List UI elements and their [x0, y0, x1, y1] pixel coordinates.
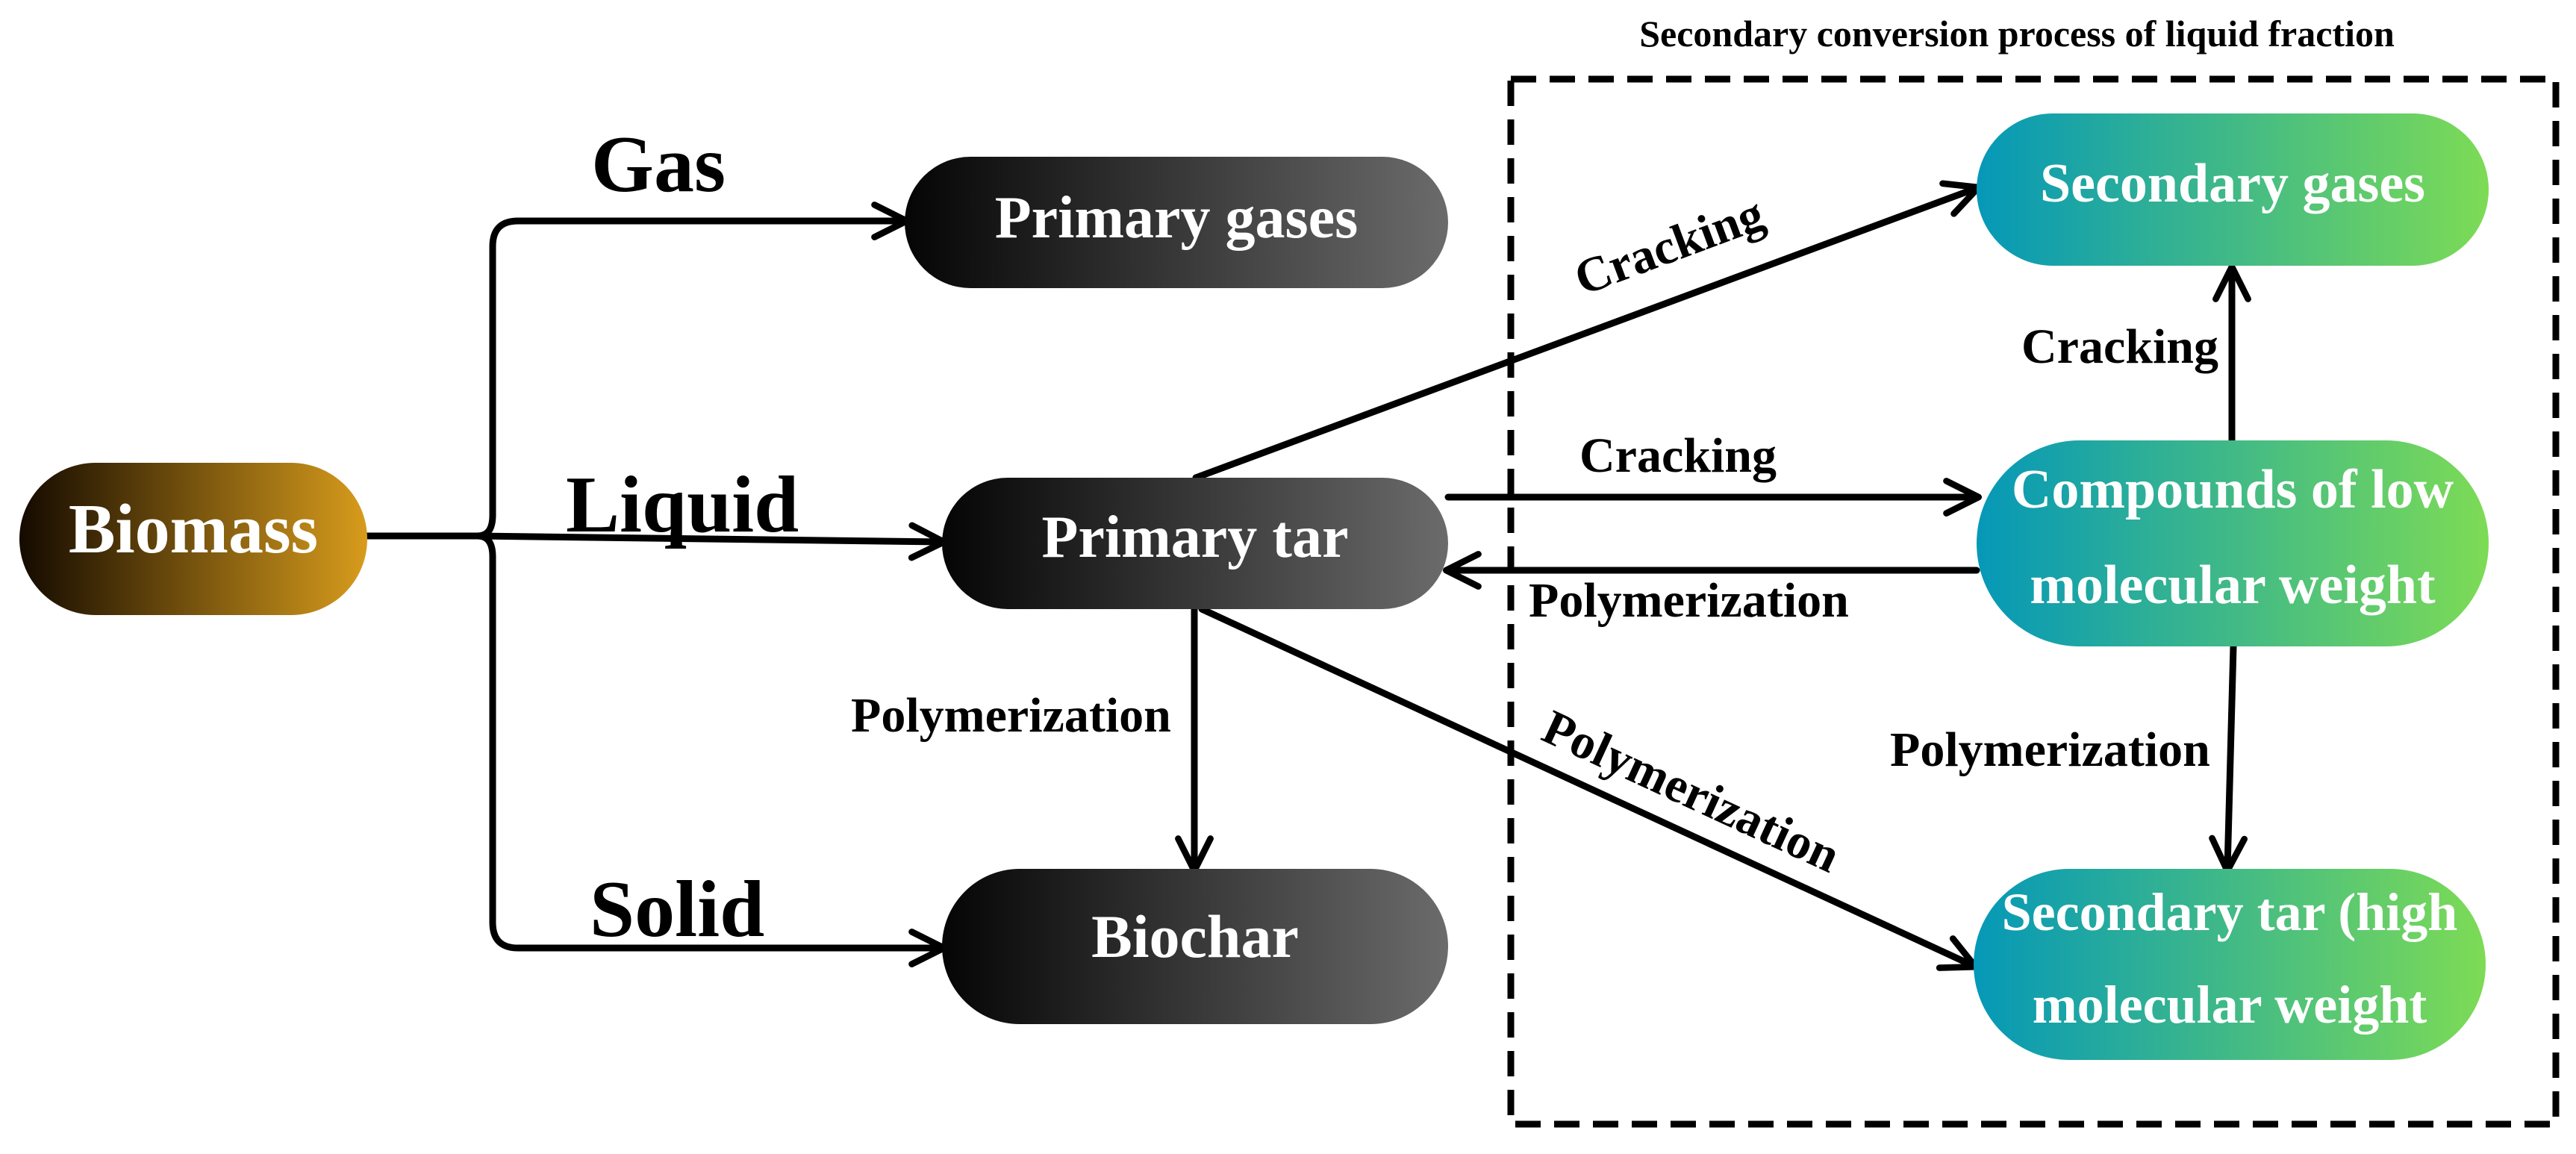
secondary-conversion-region [1507, 75, 2560, 1128]
node-secondary-tar-label-line1: Secondary tar (high [2002, 882, 2458, 942]
node-low-molecular-weight: Compounds of low molecular weight [1977, 440, 2489, 646]
edge-tar-to-secondary-tar [1198, 605, 1979, 971]
node-secondary-tar-label-line2: molecular weight [2033, 975, 2427, 1035]
edge-tar-to-secondary-gases [1192, 180, 1982, 481]
node-low-mw-label-line2: molecular weight [2030, 555, 2436, 616]
node-biochar-label: Biochar [1091, 902, 1299, 970]
node-biomass: Biomass [19, 463, 367, 615]
edge-biomass-solid [474, 532, 948, 967]
edge-label-low-mw-to-secondary-gases: Cracking [2021, 319, 2218, 374]
node-secondary-tar: Secondary tar (high molecular weight [1974, 869, 2486, 1060]
edge-label-tar-to-secondary-tar: Polymerization [1535, 699, 1848, 883]
node-secondary-gases: Secondary gases [1977, 113, 2489, 266]
node-low-mw-label-line1: Compounds of low [2012, 459, 2454, 520]
edge-label-tar-to-biochar: Polymerization [851, 688, 1171, 743]
edge-biomass-liquid [474, 522, 948, 561]
edge-label-low-mw-to-secondary-tar: Polymerization [1890, 723, 2210, 777]
edge-low-mw-to-secondary-tar [2209, 643, 2248, 875]
edge-label-tar-to-low-mw: Cracking [1579, 428, 1777, 483]
diagram-title: Secondary conversion process of liquid f… [1639, 13, 2395, 54]
branch-label-gas: Gas [591, 120, 726, 209]
node-biochar: Biochar [942, 869, 1448, 1024]
branch-label-solid: Solid [590, 865, 764, 954]
node-primary-tar-label: Primary tar [1042, 505, 1349, 570]
edge-label-low-mw-to-tar: Polymerization [1529, 573, 1849, 628]
node-secondary-gases-label: Secondary gases [2040, 153, 2425, 214]
node-primary-gases-label: Primary gases [995, 185, 1359, 251]
node-primary-gases: Primary gases [905, 157, 1448, 288]
node-primary-tar: Primary tar [942, 478, 1448, 609]
branch-label-liquid: Liquid [566, 461, 799, 549]
edge-label-tar-to-secondary-gases: Cracking [1568, 187, 1771, 306]
node-biomass-label: Biomass [69, 490, 318, 568]
